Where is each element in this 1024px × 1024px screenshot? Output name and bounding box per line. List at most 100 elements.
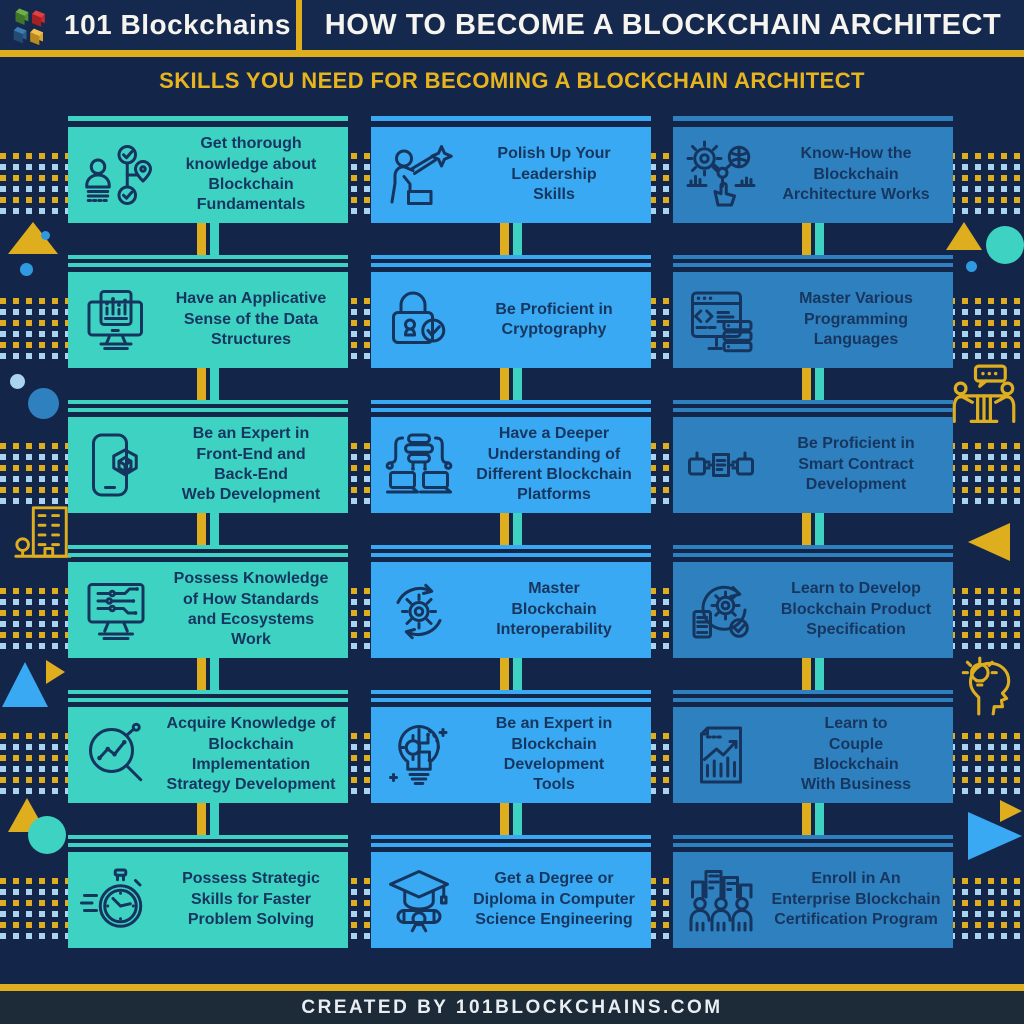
connector-teal — [210, 658, 219, 690]
building-icon — [12, 502, 74, 566]
card-accent-line — [371, 255, 651, 259]
card-accent-line — [673, 116, 953, 121]
connector-teal — [513, 803, 522, 835]
idea-head-icon — [954, 652, 1020, 718]
footer-text: CREATED BY 101BLOCKCHAINS.COM — [301, 996, 723, 1018]
decor-circle-teal-right-top — [986, 226, 1024, 264]
decor-dot-blue-right-top — [966, 261, 977, 272]
card-accent-line — [68, 255, 348, 259]
card-accent-line — [371, 263, 651, 267]
card-accent-line — [371, 835, 651, 839]
connector-teal — [815, 368, 824, 400]
mobile-shield-icon — [68, 417, 164, 513]
connector-teal — [210, 368, 219, 400]
data-monitor-icon — [68, 272, 164, 368]
skill-card-label: Polish Up Your Leadership Skills — [497, 145, 611, 204]
enterprise-people-icon — [673, 852, 769, 948]
decor-triangle-yellow-right-top — [946, 222, 982, 250]
connector-teal — [815, 223, 824, 255]
connector-teal — [815, 513, 824, 545]
connector-yellow — [500, 223, 509, 255]
skill-card-label: Master Various Programming Languages — [799, 290, 913, 349]
skill-card-label: Possess Strategic Skills for Faster Prob… — [182, 870, 320, 929]
decor-triangle-blue-left — [2, 662, 48, 707]
card-accent-line — [68, 116, 348, 121]
skill-card-label: Learn to Couple Blockchain With Business — [800, 715, 912, 794]
connector-yellow — [500, 513, 509, 545]
page-title: HOW TO BECOME A BLOCKCHAIN ARCHITECT — [324, 8, 1002, 41]
card-accent-line — [68, 690, 348, 694]
card-accent-line — [673, 843, 953, 847]
brand-logo: 101 Blockchains — [10, 2, 291, 48]
skill-card: Know-How the Blockchain Architecture Wor… — [673, 127, 953, 223]
connector-teal — [210, 223, 219, 255]
card-accent-line — [371, 698, 651, 702]
connector-teal — [815, 658, 824, 690]
skill-card: Get thorough knowledge about Blockchain … — [68, 127, 348, 223]
card-accent-line — [68, 400, 348, 404]
skill-card-label: Enroll in An Enterprise Blockchain Certi… — [771, 870, 941, 929]
card-accent-line — [68, 553, 348, 557]
skill-card-label: Get thorough knowledge about Blockchain … — [185, 135, 317, 214]
skill-card: Be Proficient in Smart Contract Developm… — [673, 417, 953, 513]
skill-card: Get a Degree or Diploma in Computer Scie… — [371, 852, 651, 948]
card-accent-line — [68, 698, 348, 702]
header-divider — [296, 0, 302, 50]
connector-yellow — [197, 513, 206, 545]
card-accent-line — [673, 835, 953, 839]
decor-circle-steel-left — [28, 388, 59, 419]
meeting-icon — [950, 364, 1018, 428]
degree-diploma-icon — [371, 852, 467, 948]
card-accent-line — [673, 255, 953, 259]
footer-rule — [0, 984, 1024, 991]
roadmap-person-icon — [68, 127, 164, 223]
platforms-network-icon — [371, 417, 467, 513]
skill-card: Master Blockchain Interoperability — [371, 562, 651, 658]
decor-circle-lightblue-left — [10, 374, 25, 389]
skill-card-label: Have an Applicative Sense of the Data St… — [175, 290, 327, 349]
card-accent-line — [673, 545, 953, 549]
connector-yellow — [500, 368, 509, 400]
card-accent-line — [673, 263, 953, 267]
business-chart-icon — [673, 707, 769, 803]
product-spec-cycle-icon — [673, 562, 769, 658]
connector-teal — [513, 368, 522, 400]
decor-triangle-yellow-left-mid — [46, 660, 65, 684]
skill-card: Acquire Knowledge of Blockchain Implemen… — [68, 707, 348, 803]
skill-card: Learn to Develop Blockchain Product Spec… — [673, 562, 953, 658]
skill-card-label: Be Proficient in Cryptography — [495, 300, 613, 338]
connector-yellow — [197, 223, 206, 255]
skill-card: Possess Knowledge of How Standards and E… — [68, 562, 348, 658]
skill-card: Learn to Couple Blockchain With Business — [673, 707, 953, 803]
skill-card-label: Get a Degree or Diploma in Computer Scie… — [473, 870, 635, 929]
standards-circuit-icon — [68, 562, 164, 658]
skill-card-label: Acquire Knowledge of Blockchain Implemen… — [166, 715, 336, 794]
footer-bar: CREATED BY 101BLOCKCHAINS.COM — [0, 991, 1024, 1024]
card-accent-line — [371, 400, 651, 404]
card-accent-line — [371, 843, 651, 847]
skill-card-label: Master Blockchain Interoperability — [496, 580, 612, 639]
header-bar: 101 Blockchains HOW TO BECOME A BLOCKCHA… — [0, 0, 1024, 50]
devtools-bulb-icon — [371, 707, 467, 803]
architecture-gears-icon — [673, 127, 769, 223]
connector-teal — [815, 803, 824, 835]
decor-circle-teal-left-bottom — [28, 816, 66, 854]
connector-yellow — [802, 513, 811, 545]
skill-card-label: Be an Expert in Blockchain Development T… — [495, 715, 613, 794]
connector-yellow — [197, 658, 206, 690]
skill-card-label: Possess Knowledge of How Standards and E… — [173, 570, 329, 649]
skill-card: Be an Expert in Blockchain Development T… — [371, 707, 651, 803]
decor-triangle-yellow-left-top — [8, 222, 58, 254]
strategy-magnifier-icon — [68, 707, 164, 803]
connector-yellow — [802, 658, 811, 690]
card-accent-line — [68, 545, 348, 549]
card-accent-line — [68, 263, 348, 267]
decor-triangle-blue-right-bottom — [968, 812, 1022, 860]
card-accent-line — [371, 545, 651, 549]
connector-teal — [513, 223, 522, 255]
leadership-star-icon — [371, 127, 467, 223]
skill-card-label: Be an Expert in Front-End and Back-End W… — [181, 425, 321, 504]
connector-yellow — [802, 803, 811, 835]
skill-card: Be an Expert in Front-End and Back-End W… — [68, 417, 348, 513]
